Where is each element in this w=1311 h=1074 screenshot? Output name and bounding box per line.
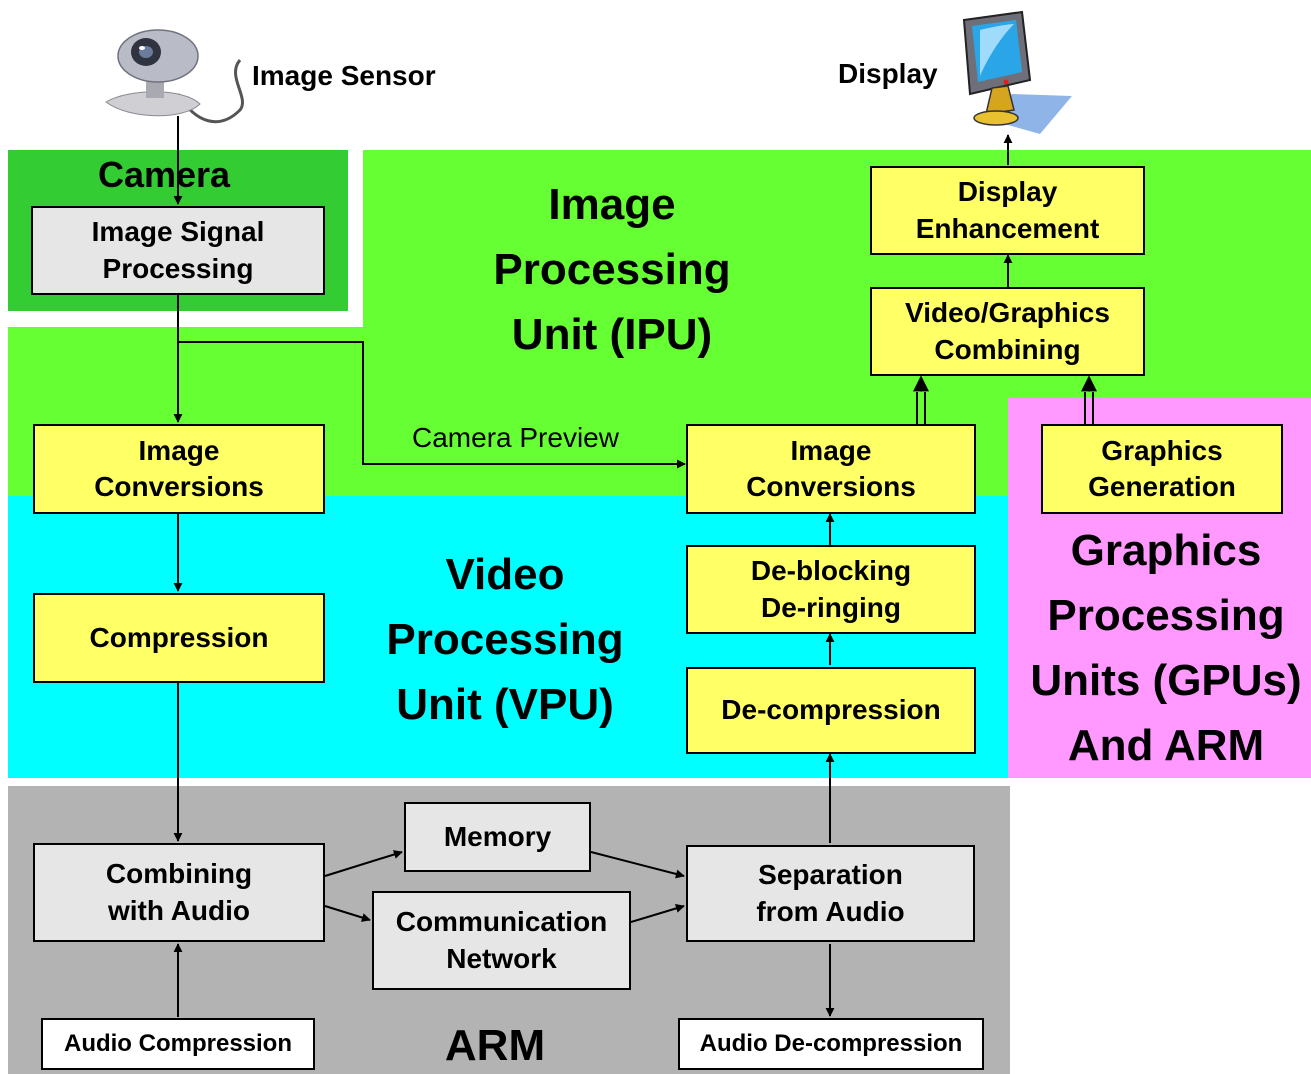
camera-preview-arrow xyxy=(178,341,686,469)
image-conversions-right-block: Image Conversions xyxy=(686,424,976,514)
decompression-block: De-compression xyxy=(686,667,976,754)
separation-from-audio-block: Separation from Audio xyxy=(686,845,975,942)
memory-block: Memory xyxy=(404,802,591,872)
image-conversions-left-block: Image Conversions xyxy=(33,424,325,514)
display-enhancement-block: Display Enhancement xyxy=(870,166,1145,255)
combining-with-audio-block: Combining with Audio xyxy=(33,843,325,942)
arm-label: ARM xyxy=(444,1021,546,1070)
camera-label: Camera xyxy=(97,154,231,195)
webcam-icon xyxy=(105,29,244,124)
audio-decompression-block: Audio De-compression xyxy=(678,1018,984,1070)
communication-network-block: Communication Network xyxy=(372,891,631,990)
image-signal-processing-block: Image Signal Processing xyxy=(31,206,325,295)
audio-compression-block: Audio Compression xyxy=(41,1018,315,1070)
deblocking-deringing-block: De-blocking De-ringing xyxy=(686,545,976,634)
monitor-icon xyxy=(962,10,1072,134)
camera-preview-label: Camera Preview xyxy=(412,422,619,453)
combining-to-network-arrow xyxy=(324,905,371,922)
network-to-separation-arrow xyxy=(630,904,685,923)
vpu-label: Video Processing Unit (VPU) xyxy=(386,550,624,729)
image-sensor-label: Image Sensor xyxy=(252,60,436,91)
ipu-label: Image Processing Unit (IPU) xyxy=(493,180,731,359)
graphics-generation-block: Graphics Generation xyxy=(1041,424,1283,514)
combining-to-memory-arrow xyxy=(324,850,403,877)
compression-block: Compression xyxy=(33,593,325,683)
video-graphics-combining-block: Video/Graphics Combining xyxy=(870,287,1145,376)
gpu-label: Graphics Processing Units (GPUs) And ARM xyxy=(1030,526,1302,770)
memory-to-separation-arrow xyxy=(590,851,685,879)
display-label: Display xyxy=(838,58,938,89)
